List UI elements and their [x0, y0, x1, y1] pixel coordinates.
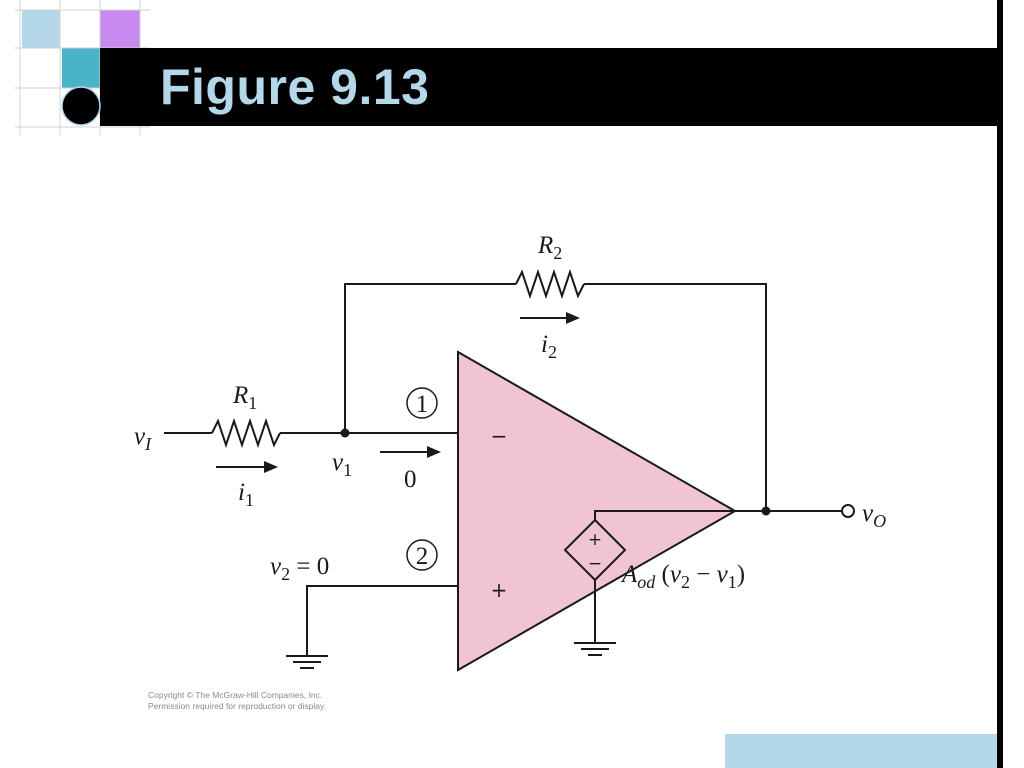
deco-square-light-blue [22, 10, 60, 48]
deco-square-purple [100, 10, 140, 48]
ground-symbol-source [574, 642, 616, 656]
source-top-wire [594, 510, 735, 520]
r1-label: R1 [232, 382, 257, 413]
v2-label: v2 = 0 [270, 553, 329, 584]
current-arrow-i1 [216, 461, 278, 473]
page-title: Figure 9.13 [160, 59, 430, 115]
dependent-source-label: Aod (v2 − v1) [620, 561, 745, 592]
deco-circle [61, 86, 101, 126]
current-arrow-i2 [520, 312, 580, 324]
v1-label: v1 [332, 449, 352, 480]
copyright-notice: Copyright © The McGraw-Hill Companies, I… [148, 690, 326, 712]
i1-label: i1 [238, 479, 254, 510]
i2-label: i2 [541, 331, 557, 362]
resistor-r2 [515, 268, 585, 300]
title-bar [100, 48, 1000, 126]
node-1-label: 1 [416, 391, 429, 418]
resistor-r1 [211, 417, 281, 449]
node-2-label: 2 [416, 543, 429, 570]
noninverting-input-wire [306, 585, 458, 656]
deco-circle-shape [61, 86, 101, 126]
input-voltage-label: vI [134, 423, 152, 454]
copyright-line-2: Permission required for reproduction or … [148, 701, 326, 711]
right-edge-bar [997, 0, 1003, 768]
ground-symbol-input [286, 655, 328, 669]
output-node-dot [761, 506, 771, 516]
deco-square-teal [62, 48, 100, 88]
corner-accent-block [725, 734, 997, 768]
inverting-sign: − [491, 424, 508, 448]
source-plus-sign: + [588, 530, 602, 550]
node-1-circle [406, 387, 438, 419]
current-arrow-zero [380, 446, 441, 458]
feedback-left-wire [344, 283, 516, 433]
copyright-line-1: Copyright © The McGraw-Hill Companies, I… [148, 690, 323, 700]
feedback-right-wire [584, 283, 767, 511]
noninverting-sign: + [491, 578, 508, 602]
source-minus-sign: − [588, 554, 602, 574]
zero-current-label: 0 [404, 466, 417, 493]
output-voltage-label: vO [862, 500, 886, 531]
node-2-circle [406, 539, 438, 571]
output-terminal [841, 504, 855, 518]
r2-label: R2 [537, 232, 562, 263]
